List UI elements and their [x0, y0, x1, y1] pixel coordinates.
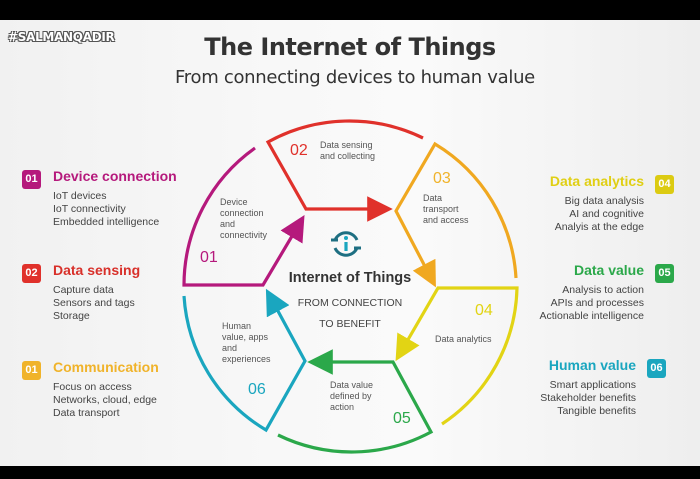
- segment-04-label: Data analytics: [435, 334, 492, 344]
- card-title: Data value: [573, 262, 644, 278]
- segment-06-label: Human value, apps and experiences: [222, 321, 271, 364]
- card-items: Focus on access Networks, cloud, edge Da…: [53, 381, 157, 419]
- segment-01-number: 01: [200, 249, 218, 266]
- card-badge: 06: [647, 359, 666, 378]
- segment-05-label: Data value defined by action: [330, 380, 374, 412]
- card-items: Analysis to action APIs and processes Ac…: [539, 284, 645, 322]
- segment-05-number: 05: [393, 410, 411, 427]
- segment-01-label: Device connection and connectivity: [220, 197, 268, 240]
- segment-01-shape: [182, 146, 305, 287]
- center-subtitle-line2: TO BENEFIT: [319, 318, 381, 330]
- segment-05-shape: [277, 349, 434, 454]
- segment-02-number: 02: [290, 142, 308, 159]
- page-subtitle: From connecting devices to human value: [175, 67, 535, 88]
- page-title: The Internet of Things: [204, 33, 496, 61]
- segment-04-shape: [395, 286, 519, 426]
- card-badge: 05: [655, 264, 674, 283]
- card-items: Capture data Sensors and tags Storage: [53, 284, 135, 322]
- iot-logo-icon: [331, 231, 361, 257]
- card-badge: 02: [22, 264, 41, 283]
- center-title: Internet of Things: [288, 270, 412, 286]
- card-items: Big data analysis AI and cognitive Analy…: [554, 195, 644, 233]
- segment-02-label: Data sensing and collecting: [320, 140, 376, 161]
- segment-06-shape: [182, 288, 307, 433]
- watermark: #SALMANQADIR: [8, 30, 115, 44]
- card-badge: 01: [22, 361, 41, 380]
- card-items: IoT devices IoT connectivity Embedded in…: [53, 190, 160, 228]
- segment-04-number: 04: [475, 302, 493, 319]
- card-badge: 01: [22, 170, 41, 189]
- segment-03-shape: [394, 141, 518, 288]
- segment-02-shape: [265, 119, 424, 222]
- card-title: Data sensing: [53, 262, 141, 278]
- card-items: Smart applications Stakeholder benefits …: [540, 379, 636, 417]
- segment-03-number: 03: [433, 170, 451, 187]
- segment-06-number: 06: [248, 381, 266, 398]
- center-subtitle-line1: FROM CONNECTION: [297, 297, 403, 309]
- infographic-canvas: [0, 20, 700, 466]
- card-title: Device connection: [53, 168, 177, 184]
- card-title: Communication: [53, 359, 159, 375]
- card-title: Human value: [548, 357, 636, 373]
- segment-03-label: Data transport and access: [423, 193, 469, 225]
- card-title: Data analytics: [549, 173, 644, 189]
- card-badge: 04: [655, 175, 674, 194]
